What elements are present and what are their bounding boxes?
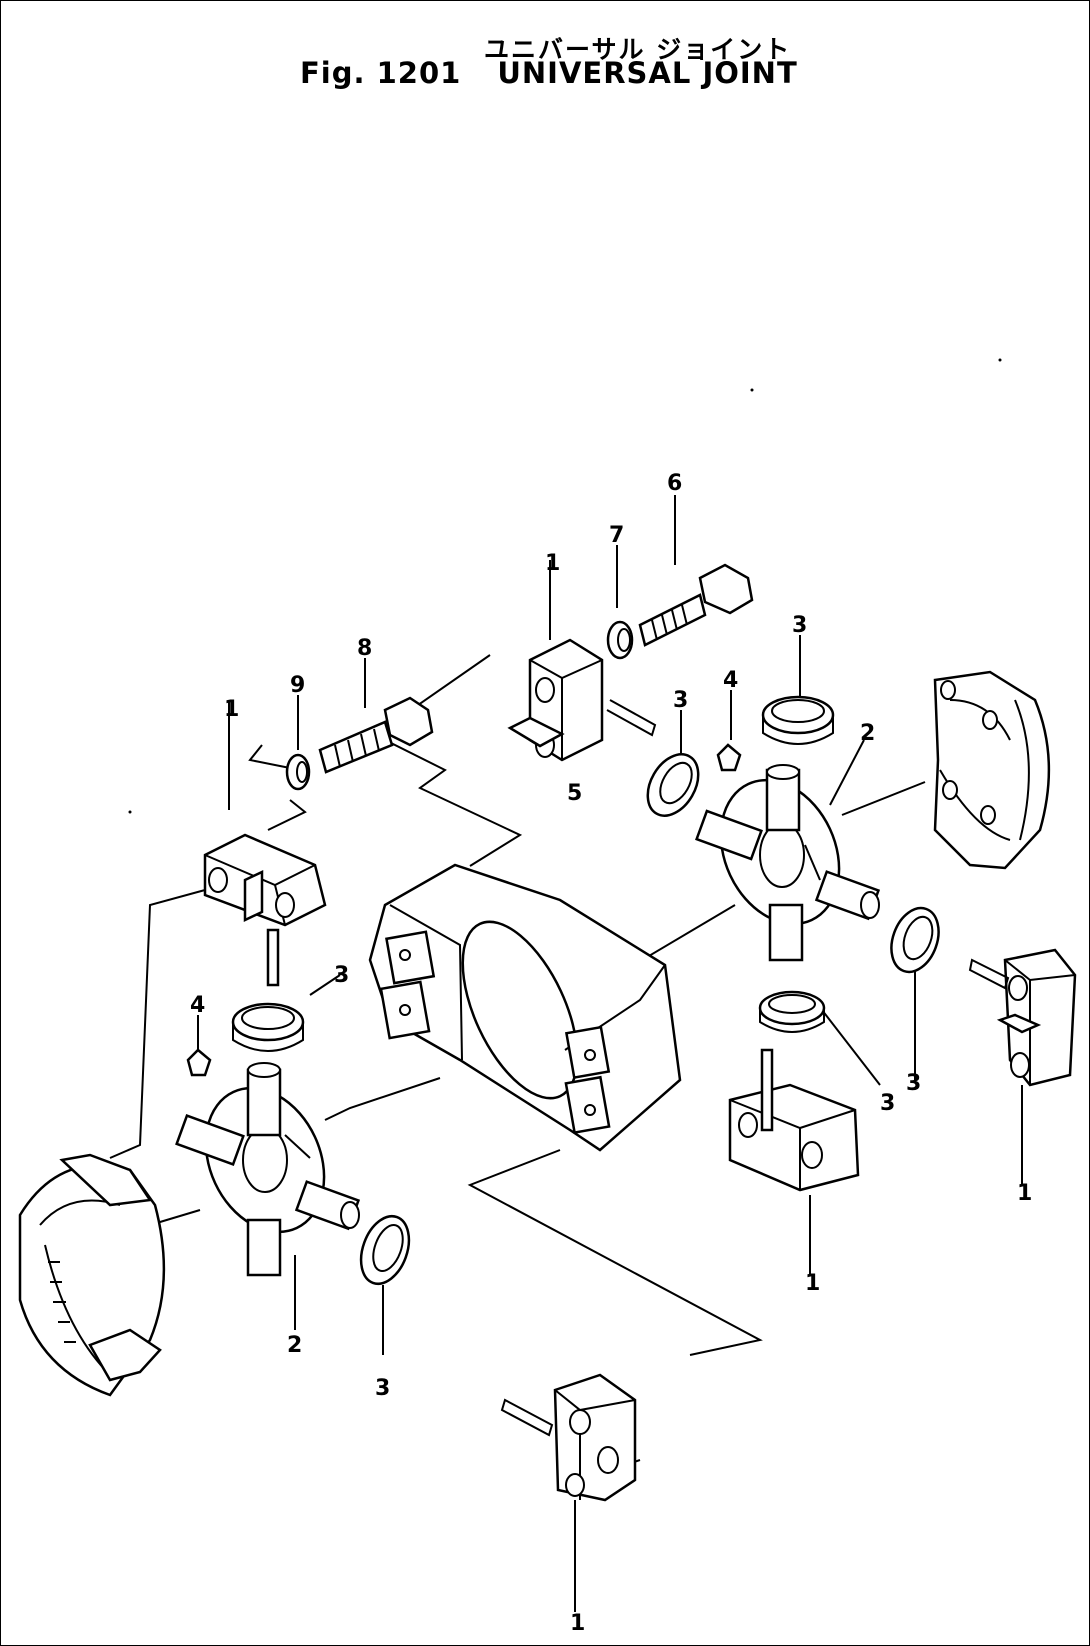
figure-title: UNIVERSAL JOINT xyxy=(497,56,798,90)
leader-lines xyxy=(197,495,1023,1612)
callout-1-left: 1 xyxy=(224,697,239,722)
bearing-cap-right xyxy=(968,948,1077,1087)
seal-3-right-upper xyxy=(761,695,835,745)
callout-7: 7 xyxy=(609,523,624,548)
seal-3-left-bottom xyxy=(359,1215,411,1285)
callout-3-upper-left: 3 xyxy=(673,688,688,713)
callout-1-right: 1 xyxy=(1017,1181,1032,1206)
callout-2-right: 2 xyxy=(860,721,875,746)
callout-1-lower-center: 1 xyxy=(805,1271,820,1296)
bearing-cap-lower-center xyxy=(728,1048,860,1192)
lock-washer-7 xyxy=(606,620,634,660)
callout-3-left-bottom: 3 xyxy=(375,1376,390,1401)
scan-specks xyxy=(128,358,1002,814)
flange-yoke-right xyxy=(933,670,1051,870)
callout-3-right-side: 3 xyxy=(906,1071,921,1096)
figure-heading: Fig. 1201 UNIVERSAL JOINT xyxy=(300,56,798,90)
callout-5: 5 xyxy=(567,781,582,806)
bearing-cap-5 xyxy=(507,638,657,762)
bolt-8 xyxy=(318,696,434,774)
title-japanese: ユニバーサル ジョイント xyxy=(484,35,792,64)
seal-3-right-lower xyxy=(758,990,826,1033)
callout-4-right: 4 xyxy=(723,668,738,693)
callout-labels: 6 7 1 8 9 1 3 3 4 2 5 3 4 2 3 3 3 1 1 1 xyxy=(190,471,1032,1636)
flange-yoke-left xyxy=(18,1153,166,1397)
seal-3-left-top xyxy=(231,1002,305,1052)
callout-1-bottom: 1 xyxy=(570,1611,585,1636)
spider-2-right xyxy=(695,743,881,962)
figure-label: Fig. 1201 xyxy=(300,56,462,90)
callout-4-left: 4 xyxy=(190,993,205,1018)
callout-6: 6 xyxy=(667,471,682,496)
callout-1-top: 1 xyxy=(545,551,560,576)
seal-3-right-upper-left xyxy=(646,753,700,817)
callout-9: 9 xyxy=(290,673,305,698)
lock-washer-9 xyxy=(285,753,311,791)
callout-2-left: 2 xyxy=(287,1333,302,1358)
callout-3-left-top: 3 xyxy=(334,963,349,988)
callout-3-right-lower: 3 xyxy=(880,1091,895,1116)
bearing-cap-bottom xyxy=(500,1373,637,1502)
bolt-6 xyxy=(638,563,754,647)
seal-3-right-side xyxy=(890,906,940,974)
callout-3-upper: 3 xyxy=(792,613,807,638)
bearing-cap-left xyxy=(203,833,327,987)
spider-2-left xyxy=(175,1048,361,1277)
center-shaft-yoke xyxy=(368,863,682,1152)
callout-8: 8 xyxy=(357,636,372,661)
